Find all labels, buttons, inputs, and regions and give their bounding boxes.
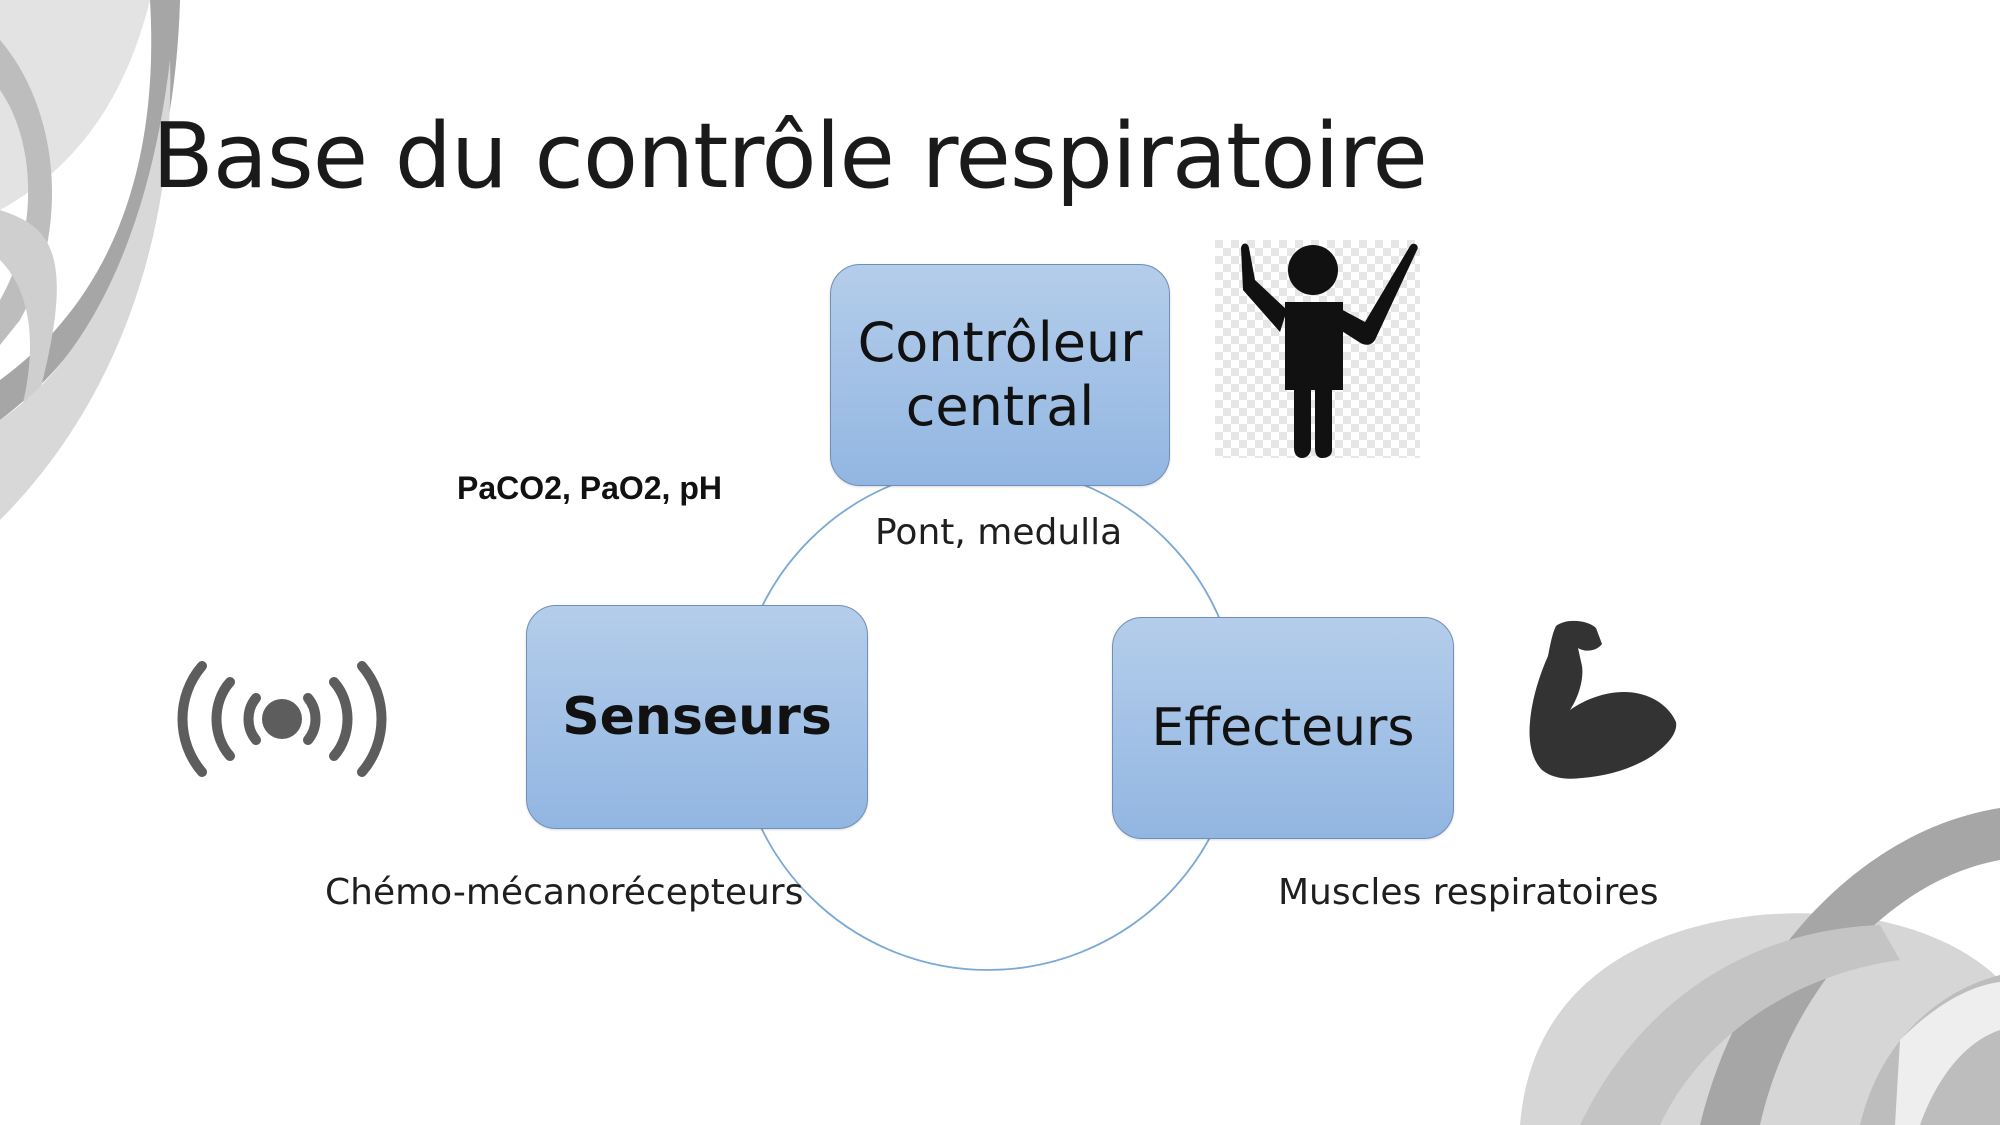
controller-label-line2: central	[905, 375, 1095, 438]
slide-title: Base du contrôle respiratoire	[152, 104, 1428, 209]
effectors-label: Effecteurs	[1151, 698, 1415, 758]
controller-node: Contrôleur central	[830, 264, 1170, 486]
effectors-node: Effecteurs	[1112, 617, 1454, 839]
conductor-person-icon	[1215, 240, 1420, 458]
controller-location-label: Pont, medulla	[875, 512, 1123, 553]
flexed-arm-muscle-icon	[1529, 620, 1677, 779]
sensors-label: Senseurs	[562, 687, 832, 747]
sensor-type-label: Chémo-mécanorécepteurs	[325, 872, 804, 913]
effector-type-label: Muscles respiratoires	[1278, 872, 1659, 913]
controller-label-line1: Contrôleur	[857, 311, 1143, 374]
sensors-node: Senseurs	[526, 605, 868, 829]
parameters-label: PaCO2, PaO2, pH	[457, 470, 722, 506]
wireless-signal-icon	[177, 661, 387, 777]
